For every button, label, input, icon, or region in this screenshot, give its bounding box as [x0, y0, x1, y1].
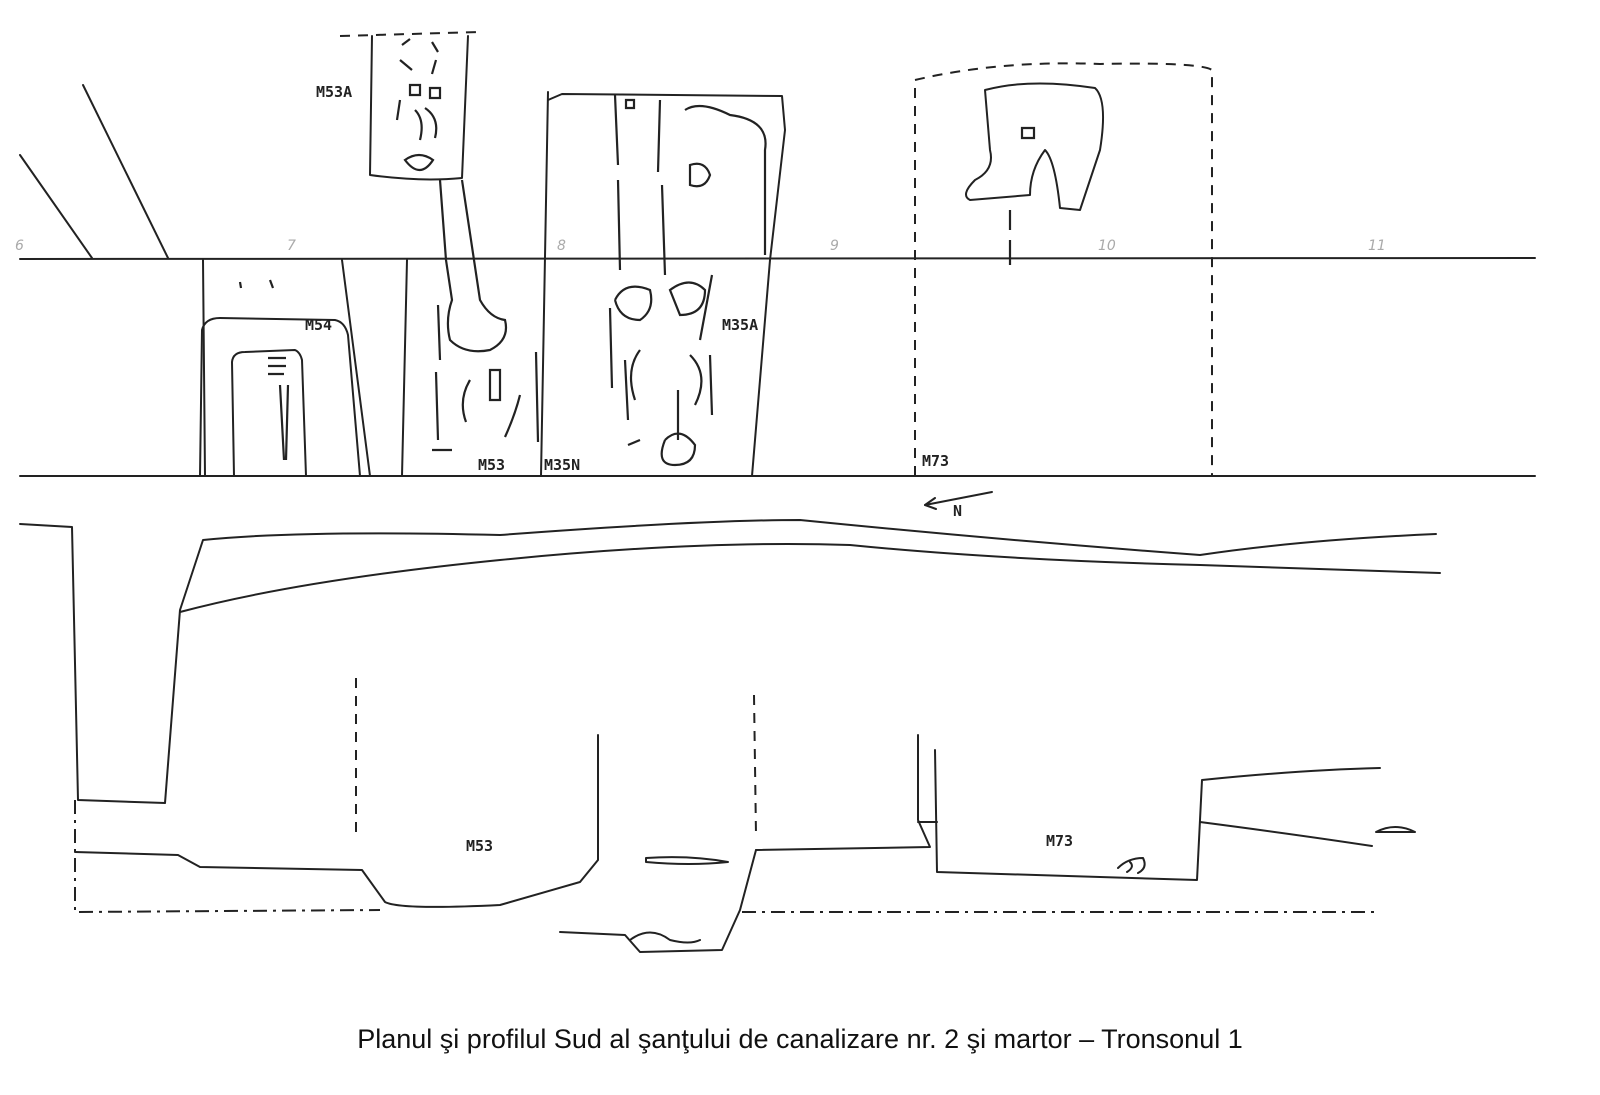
label-m35a: M35A	[722, 316, 758, 334]
plan-top-line	[19, 257, 1536, 260]
tick-label: 8	[557, 238, 566, 254]
tick-label: 10	[1098, 238, 1116, 254]
grave-m35a	[547, 93, 786, 477]
label-m53a: M53A	[316, 83, 352, 101]
north-arrow-icon	[924, 491, 993, 510]
south-profile	[19, 519, 1441, 953]
tick-label: 6	[15, 238, 24, 254]
tick-label: 9	[830, 238, 839, 254]
label-m35n: M35N	[544, 456, 580, 474]
figure-caption: Planul şi profilul Sud al şanţului de ca…	[357, 1024, 1243, 1054]
grave-m73	[914, 62, 1213, 476]
grave-m53a	[369, 35, 469, 181]
label-m53: M53	[478, 456, 505, 474]
tick-label: 7	[287, 238, 296, 254]
tick-label: 11	[1368, 238, 1386, 254]
north-label: N	[953, 502, 962, 520]
label-m73: M73	[922, 452, 949, 470]
scale-ticks: 6 7 8 9 10 11	[15, 238, 1386, 254]
profile-label-m53: M53	[466, 837, 493, 855]
label-m54: M54	[305, 316, 332, 334]
profile-label-m73: M73	[1046, 832, 1073, 850]
